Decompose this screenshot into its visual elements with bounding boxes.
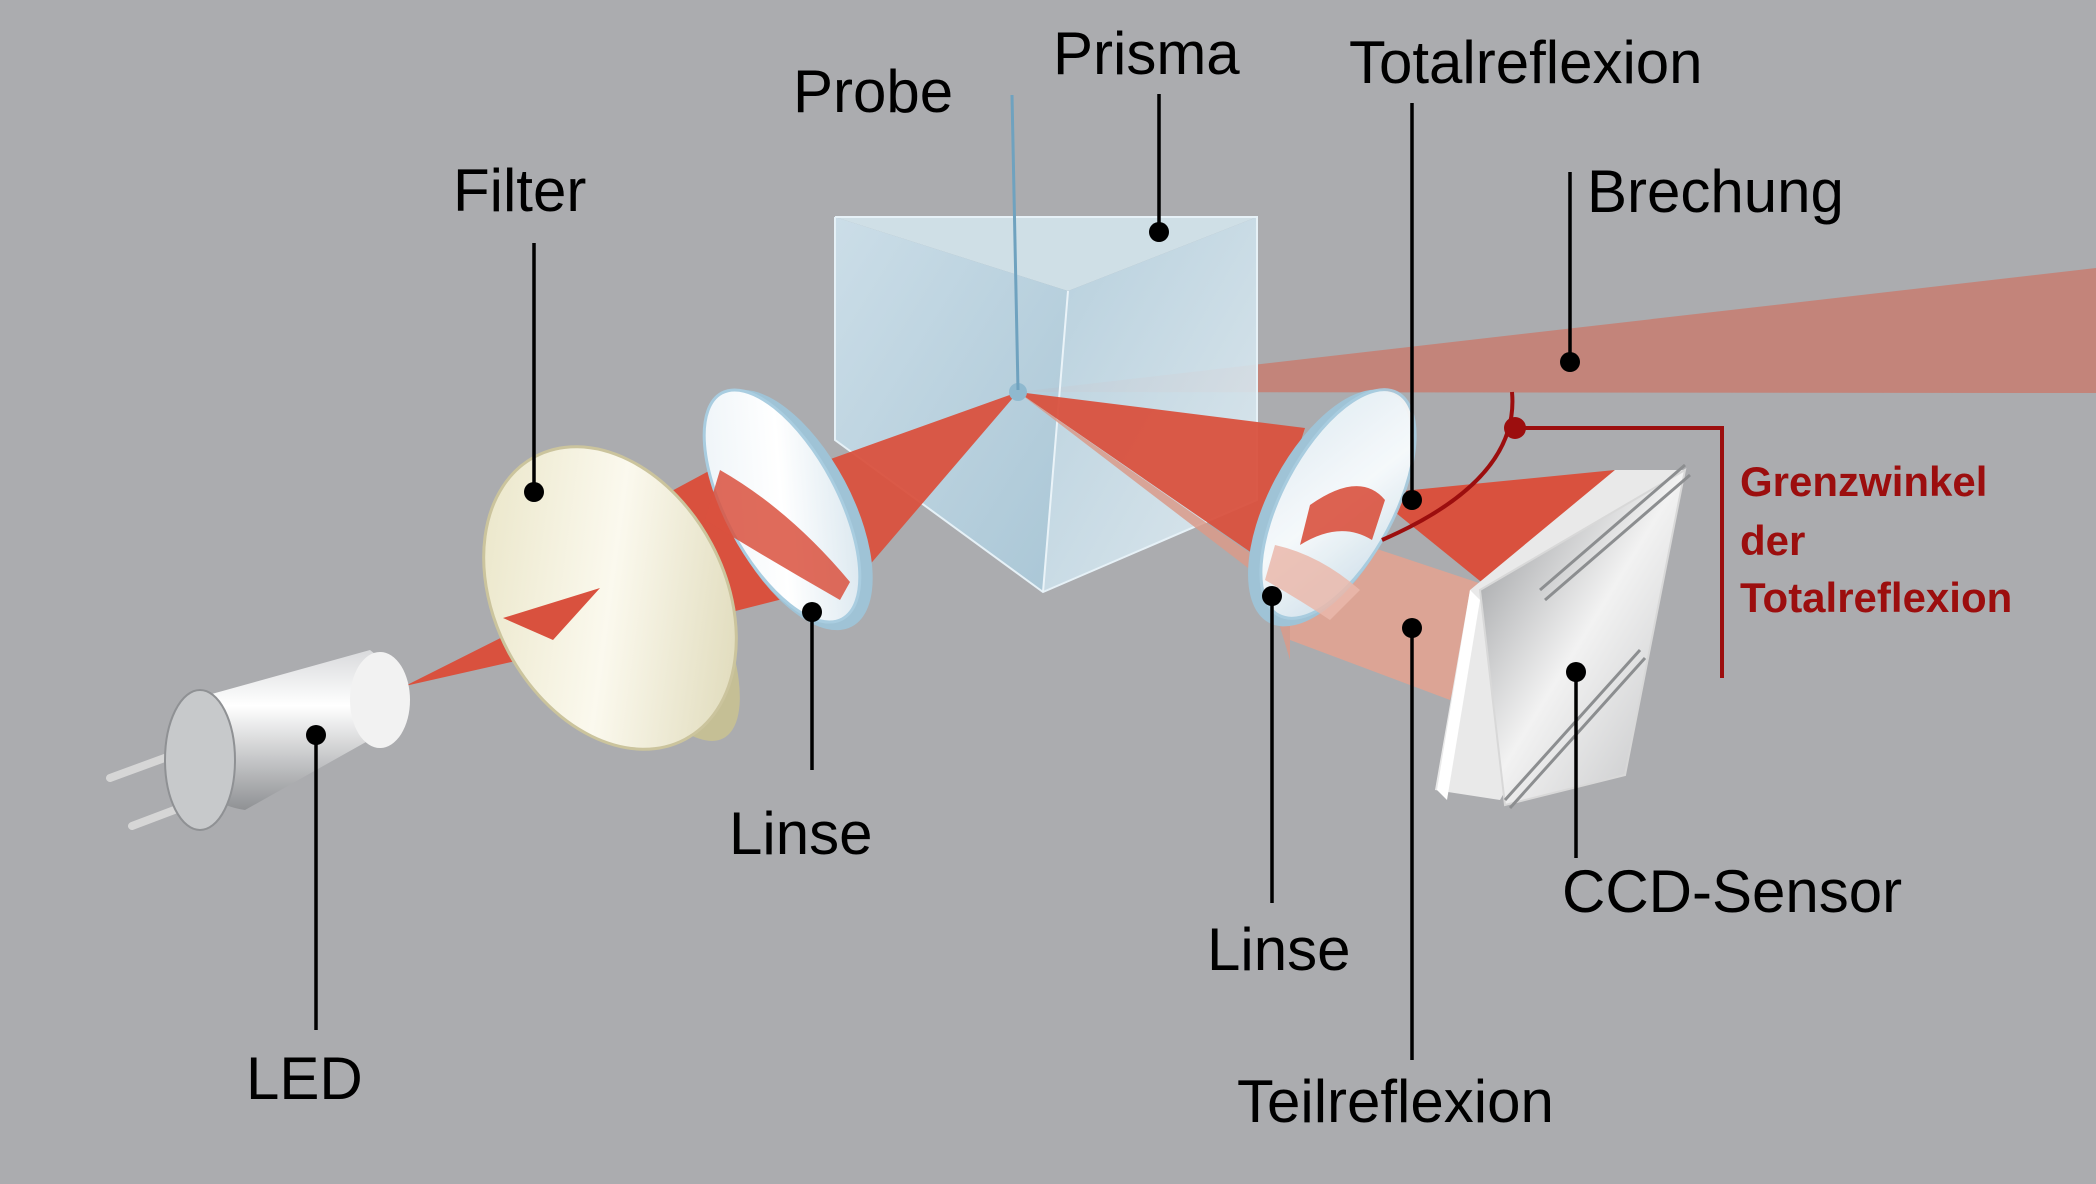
label-probe: Probe [793,58,953,125]
refraction-beam [1018,268,2096,393]
label-brechung: Brechung [1587,158,1844,225]
label-grenzwinkel-3: Totalreflexion [1740,574,2012,621]
label-grenzwinkel-2: der [1740,517,1805,564]
ccd-sensor [1435,463,1691,810]
label-prisma: Prisma [1053,20,1240,87]
lens-right [1248,388,1417,627]
label-linse-left: Linse [729,800,872,867]
critical-angle-marker [1381,391,1724,678]
label-ccd-sensor: CCD-Sensor [1562,858,1902,925]
label-teilreflexion: Teilreflexion [1237,1068,1554,1135]
label-linse-right: Linse [1207,916,1350,983]
label-led: LED [246,1045,363,1112]
label-grenzwinkel-1: Grenzwinkel [1740,458,1987,505]
label-filter: Filter [453,157,586,224]
filter-disc [482,445,740,751]
led-component [106,650,410,831]
sample-point [1009,383,1027,401]
lens-left [702,388,873,631]
leader-lines [306,94,1586,1060]
label-totalreflexion: Totalreflexion [1349,29,1703,96]
probe-line [1010,94,1020,391]
